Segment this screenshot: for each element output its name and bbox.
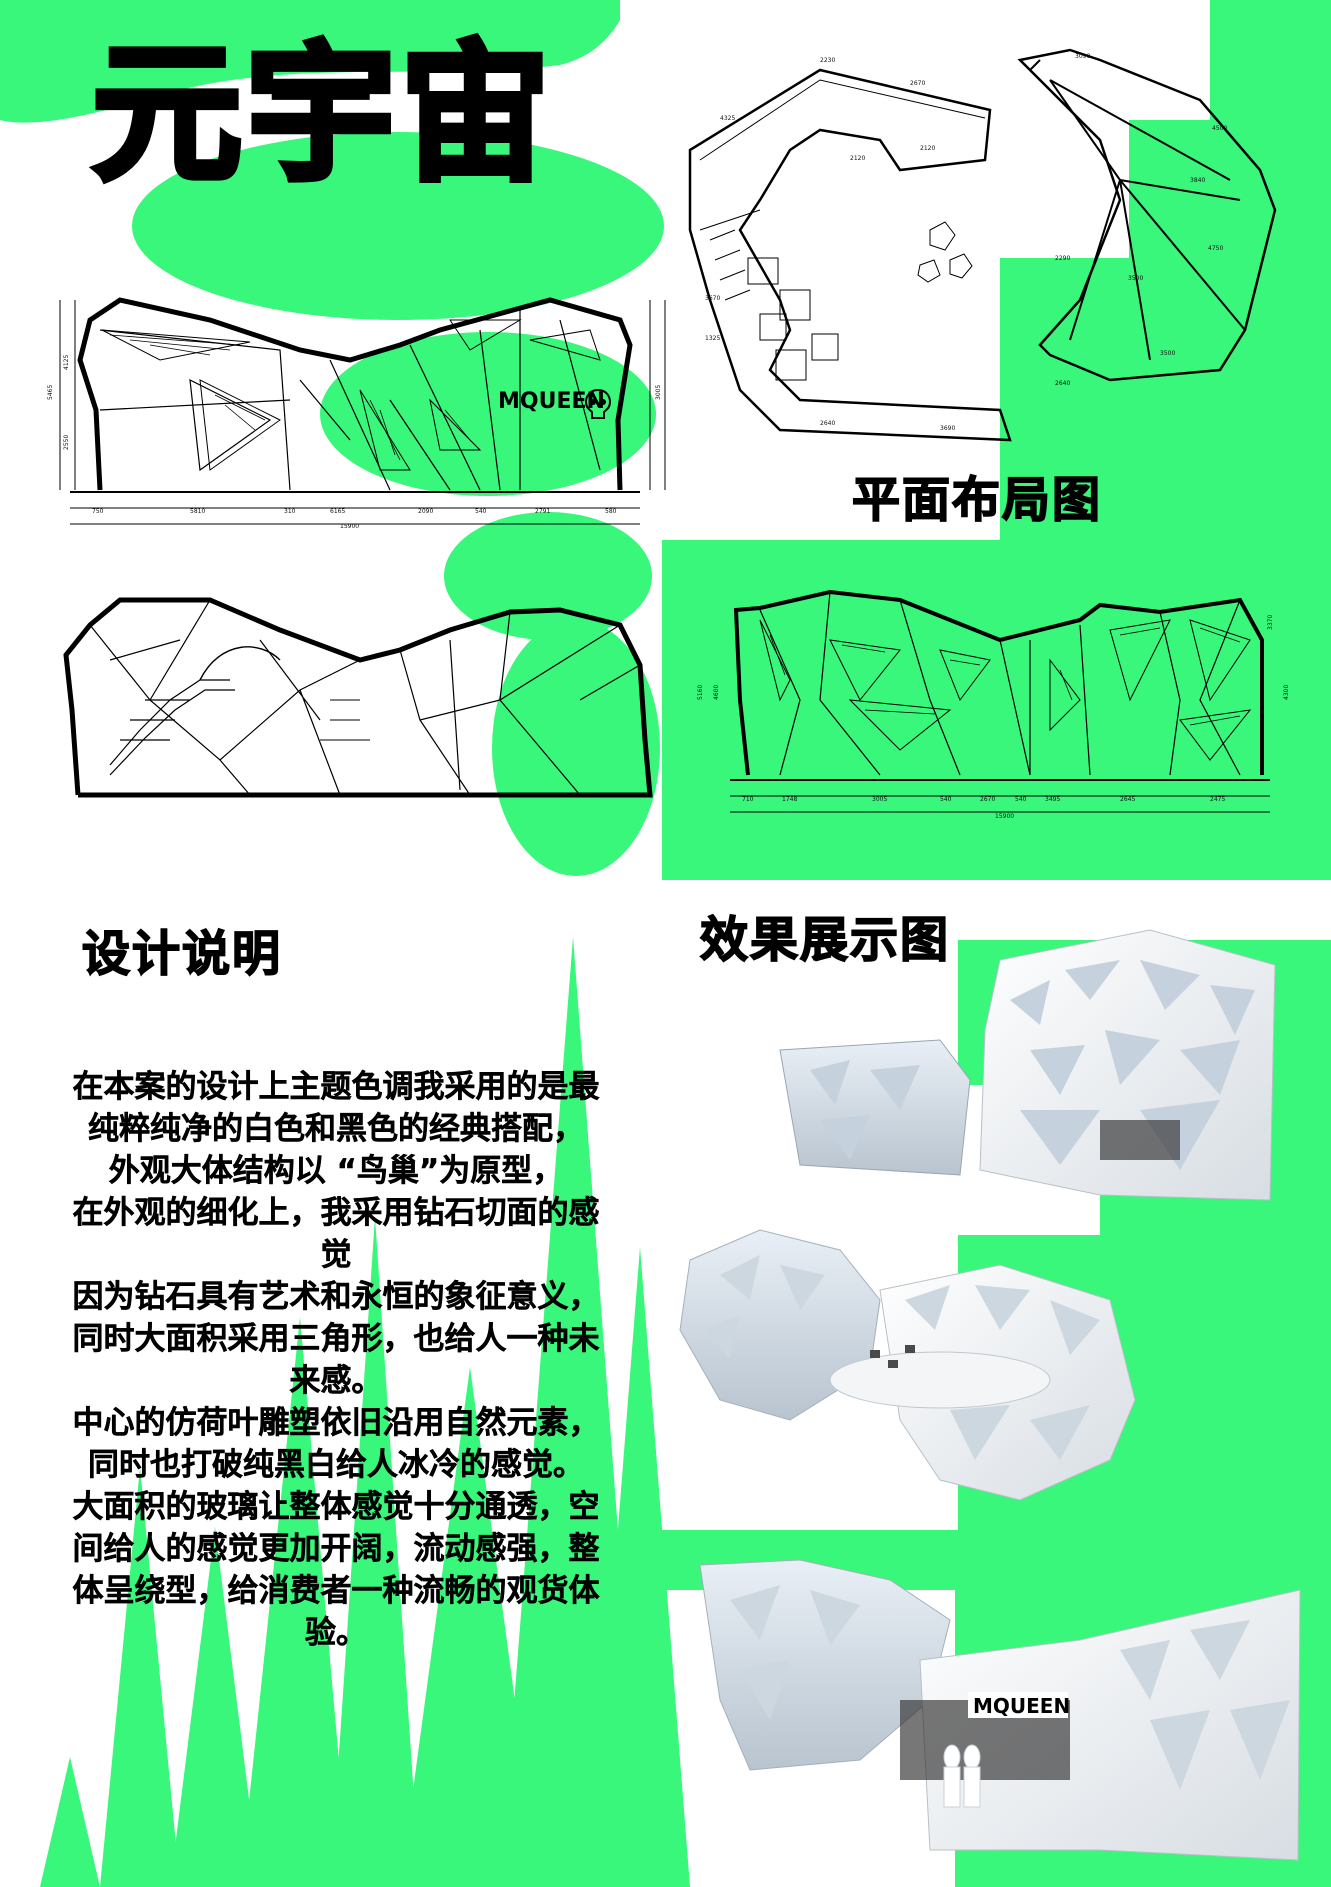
render-middle — [679, 1229, 1136, 1501]
svg-text:4750: 4750 — [1208, 245, 1223, 252]
plan-dimension-labels: 2230 2670 2120 2120 4325 3690 2640 3670 … — [705, 53, 1227, 432]
svg-text:3500: 3500 — [1160, 350, 1175, 357]
svg-text:2550: 2550 — [63, 435, 70, 450]
svg-text:3090: 3090 — [1075, 53, 1090, 60]
svg-text:3495: 3495 — [1045, 796, 1060, 803]
poster-title: 元宇宙 — [89, 28, 555, 202]
description-paragraph: 大面积的玻璃让整体感觉十分通透，空间给人的感觉更加开阔，流动感强，整体呈绕型，给… — [72, 1489, 600, 1651]
design-heading: 设计说明 — [81, 926, 283, 982]
renderings-heading: 效果展示图 — [699, 912, 951, 968]
svg-text:3840: 3840 — [1190, 177, 1205, 184]
svg-text:4300: 4300 — [1283, 685, 1290, 700]
brand-sign: MQUEEN — [498, 389, 605, 414]
svg-text:4125: 4125 — [63, 355, 70, 370]
svg-text:3370: 3370 — [1267, 615, 1274, 630]
svg-text:6165: 6165 — [330, 508, 345, 515]
title-ellipse — [132, 132, 664, 320]
svg-text:1325: 1325 — [705, 335, 720, 342]
middle-ellipse — [444, 512, 652, 640]
upper-right-strip — [1225, 0, 1331, 878]
description-paragraph: 在外观的细化上，我采用钻石切面的感觉 — [72, 1195, 600, 1273]
svg-text:3670: 3670 — [705, 295, 720, 302]
svg-text:2670: 2670 — [910, 80, 925, 87]
svg-text:4500: 4500 — [1212, 125, 1227, 132]
spike-pattern — [40, 937, 690, 1887]
plan-heading: 平面布局图 — [851, 472, 1103, 528]
svg-text:2670: 2670 — [980, 796, 995, 803]
svg-text:3690: 3690 — [940, 425, 955, 432]
svg-text:1748: 1748 — [782, 796, 797, 803]
svg-text:5465: 5465 — [47, 385, 54, 400]
svg-text:540: 540 — [940, 796, 952, 803]
svg-text:2791: 2791 — [535, 508, 550, 515]
svg-text:2230: 2230 — [820, 57, 835, 64]
plan-green-steps — [662, 0, 1331, 1887]
top-dimension-labels: 750 5810 310 6165 2090 540 2791 580 1590… — [47, 355, 662, 530]
description-paragraph: 因为钻石具有艺术和永恒的象征意义，同时大面积采用三角形，也给人一种未来感。 — [72, 1279, 600, 1399]
description-paragraph: 在本案的设计上主题色调我采用的是最纯粹纯净的白色和黑色的经典搭配， — [72, 1069, 600, 1147]
skull-icon — [584, 388, 612, 419]
description-paragraph: 中心的仿荷叶雕塑依旧沿用自然元素，同时也打破纯黑白给人冰冷的感觉。 — [72, 1405, 600, 1483]
svg-text:2090: 2090 — [418, 508, 433, 515]
svg-text:2120: 2120 — [920, 145, 935, 152]
design-description: 在本案的设计上主题色调我采用的是最纯粹纯净的白色和黑色的经典搭配， 外观大体结构… — [64, 1066, 608, 1654]
svg-text:2640: 2640 — [820, 420, 835, 427]
svg-text:3500: 3500 — [1128, 275, 1143, 282]
svg-text:2640: 2640 — [1055, 380, 1070, 387]
svg-text:5160: 5160 — [697, 685, 704, 700]
lower-ellipse — [492, 620, 660, 876]
svg-text:2475: 2475 — [1210, 796, 1225, 803]
svg-text:4325: 4325 — [720, 115, 735, 122]
svg-text:15900: 15900 — [995, 813, 1014, 820]
svg-text:2120: 2120 — [850, 155, 865, 162]
top-blob — [0, 0, 620, 123]
svg-text:2645: 2645 — [1120, 796, 1135, 803]
svg-text:3005: 3005 — [872, 796, 887, 803]
elevation-ellipse — [320, 332, 656, 496]
svg-text:580: 580 — [605, 508, 617, 515]
description-paragraph: 外观大体结构以 “鸟巢”为原型， — [108, 1153, 564, 1189]
plan-left-room — [688, 68, 1012, 442]
svg-text:540: 540 — [475, 508, 487, 515]
svg-text:310: 310 — [284, 508, 296, 515]
svg-text:3005: 3005 — [655, 385, 662, 400]
svg-text:2290: 2290 — [1055, 255, 1070, 262]
svg-text:540: 540 — [1015, 796, 1027, 803]
svg-text:15900: 15900 — [340, 523, 359, 530]
svg-text:4600: 4600 — [713, 685, 720, 700]
side-dimension-labels: 710 1748 3005 540 2670 540 3495 2645 247… — [697, 615, 1290, 820]
elevation-outline — [77, 297, 633, 491]
plan-right-room — [1017, 48, 1277, 382]
render-sign: MQUEEN — [973, 1694, 1070, 1718]
svg-text:710: 710 — [742, 796, 754, 803]
svg-text:750: 750 — [92, 508, 104, 515]
render-bottom: MQUEEN — [699, 1559, 1301, 1861]
svg-text:5810: 5810 — [190, 508, 205, 515]
render-top — [779, 929, 1276, 1201]
